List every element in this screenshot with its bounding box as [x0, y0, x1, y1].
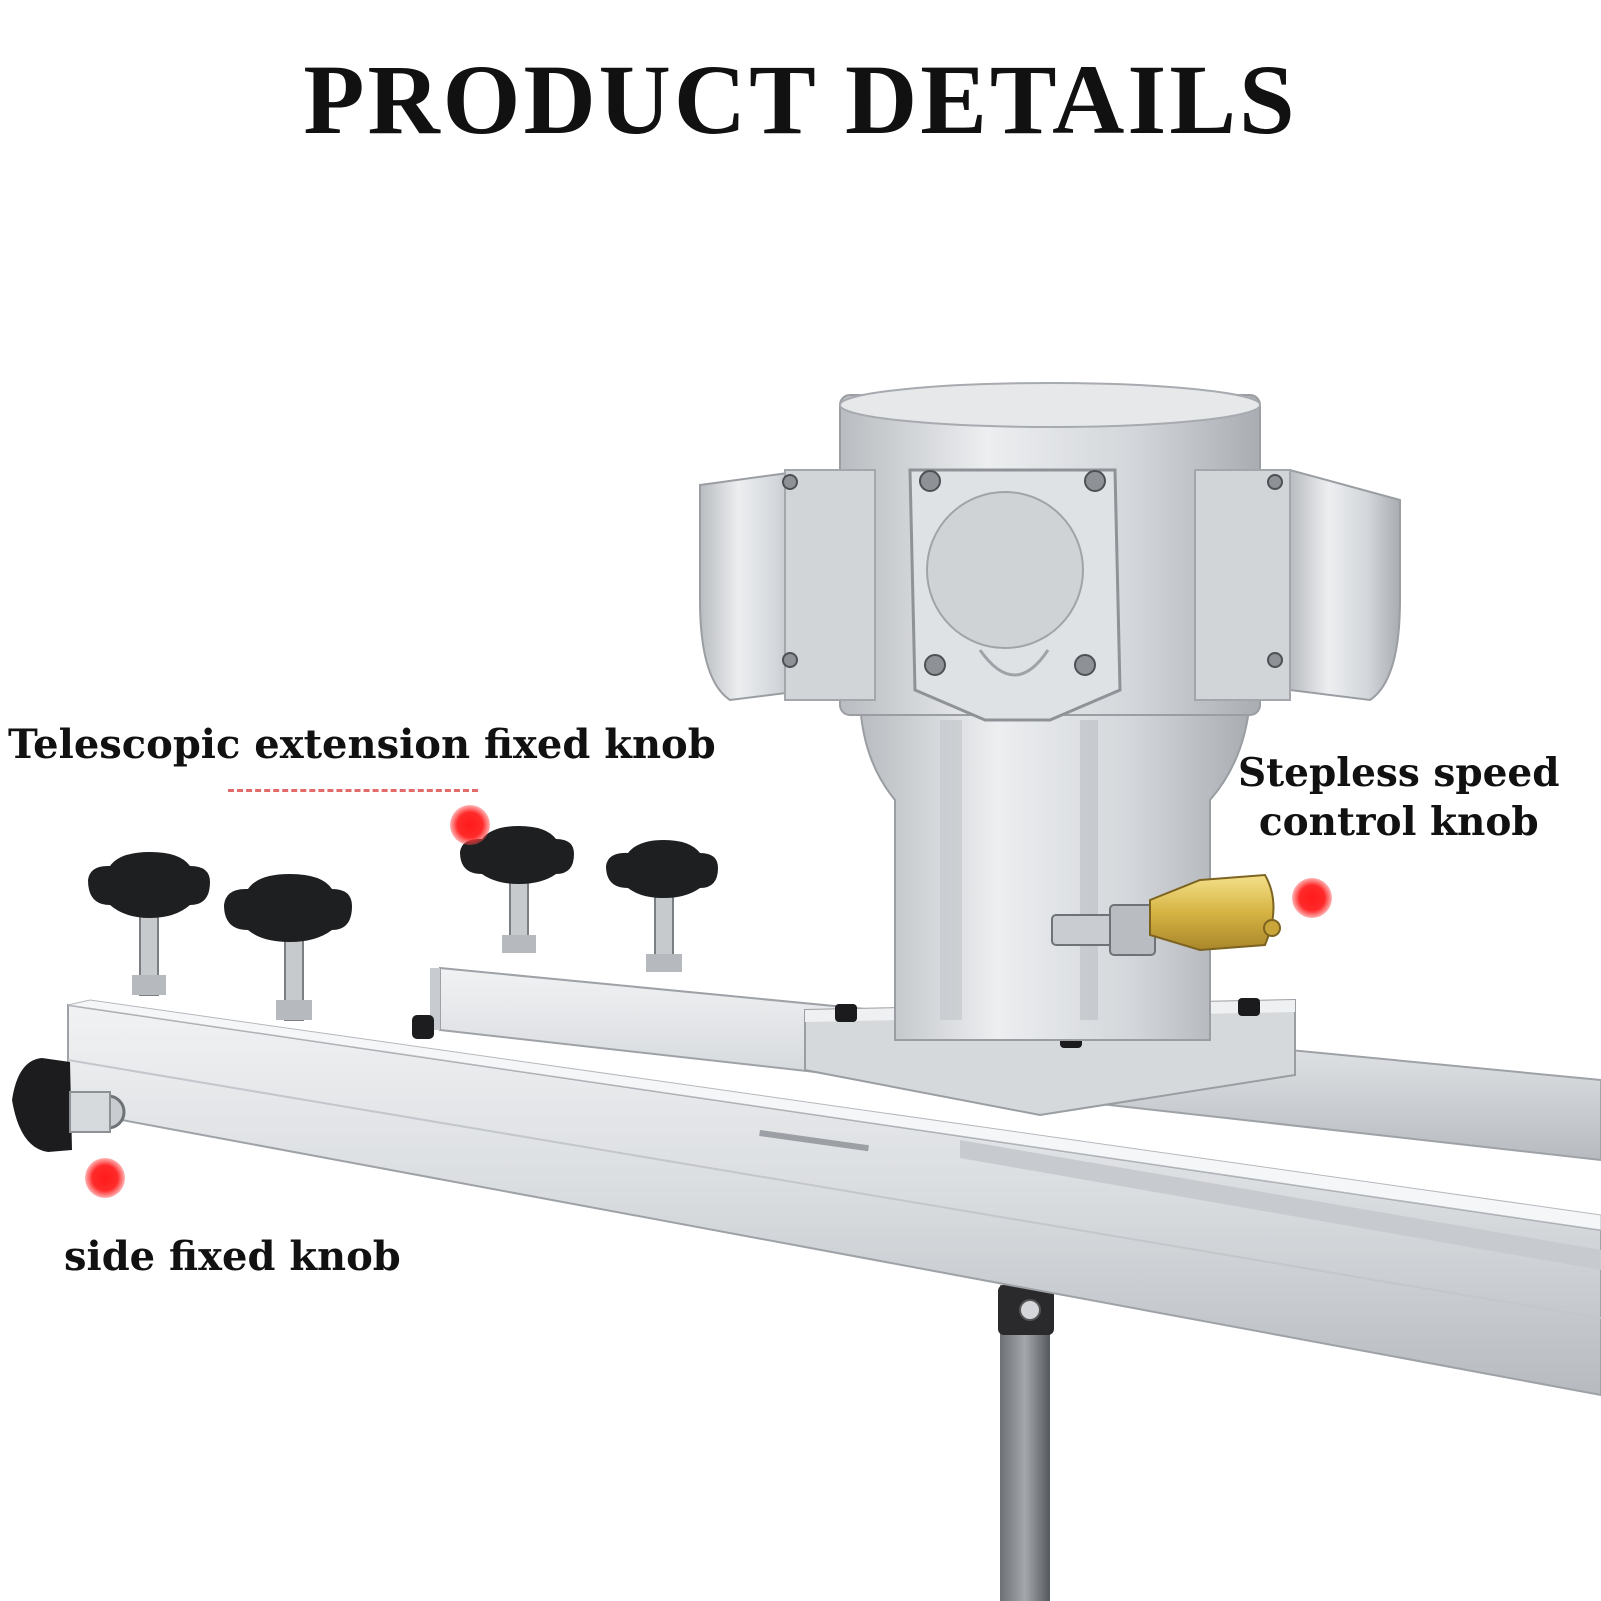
speed-control-valve: [1051, 873, 1281, 956]
main-rail: [67, 999, 1601, 1397]
telescopic-knob-label: Telescopic extension fixed knob: [8, 721, 716, 768]
speed-knob-label-line-2: control knob: [1258, 798, 1539, 845]
star-knob-3: [460, 826, 574, 953]
side-knob-label: side fixed knob: [64, 1233, 401, 1280]
speed-knob-marker: [1292, 878, 1332, 918]
page-title: PRODUCT DETAILS: [303, 44, 1298, 155]
speed-knob-label: Stepless speed control knob: [1238, 749, 1560, 847]
support-pole: [998, 1285, 1054, 1601]
telescopic-knob-marker: [450, 805, 490, 845]
telescopic-knob-leader: [228, 789, 478, 792]
motor-housing: [699, 382, 1401, 1041]
speed-knob-label-line-1: Stepless speed: [1238, 750, 1560, 796]
star-knob-1: [88, 852, 210, 996]
side-knob: [12, 1058, 126, 1152]
star-knob-4: [606, 840, 718, 972]
side-knob-marker: [85, 1158, 125, 1198]
star-knob-2: [224, 874, 352, 1021]
